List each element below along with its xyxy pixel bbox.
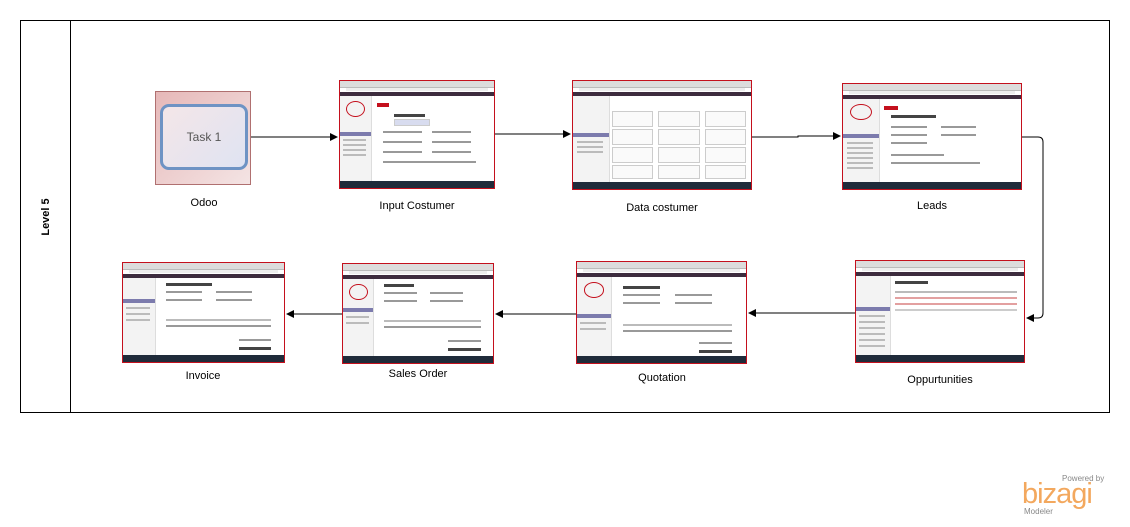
screenshot-invoice[interactable] [122,262,285,363]
caption-oppurtunities: Oppurtunities [907,374,973,386]
screenshot-quotation[interactable] [576,261,747,364]
caption-sales-order: Sales Order [388,368,448,380]
screenshot-sales-order[interactable] [342,263,494,364]
screenshot-data-costumer[interactable] [572,80,752,190]
task-odoo[interactable]: Task 1 [155,91,251,185]
arrow-leads-to-opp [1022,136,1044,322]
watermark-powered-by: Powered by [1062,474,1105,483]
task-label: Task 1 [160,104,248,170]
arrow-data-to-leads [752,132,841,140]
screenshot-oppurtunities[interactable] [855,260,1025,363]
caption-odoo: Odoo [190,197,218,209]
watermark-brand-logo: bizagi [1022,478,1093,510]
screenshot-input-costumer[interactable] [339,80,495,189]
caption-invoice: Invoice [185,370,221,382]
lane-header [20,20,71,413]
caption-quotation: Quotation [638,372,686,384]
caption-input-costumer: Input Costumer [379,200,455,212]
watermark-modeler: Modeler [1024,507,1053,516]
caption-data-costumer: Data costumer [626,202,698,214]
pool [20,20,1110,413]
caption-leads: Leads [917,200,947,212]
screenshot-leads[interactable] [842,83,1022,190]
